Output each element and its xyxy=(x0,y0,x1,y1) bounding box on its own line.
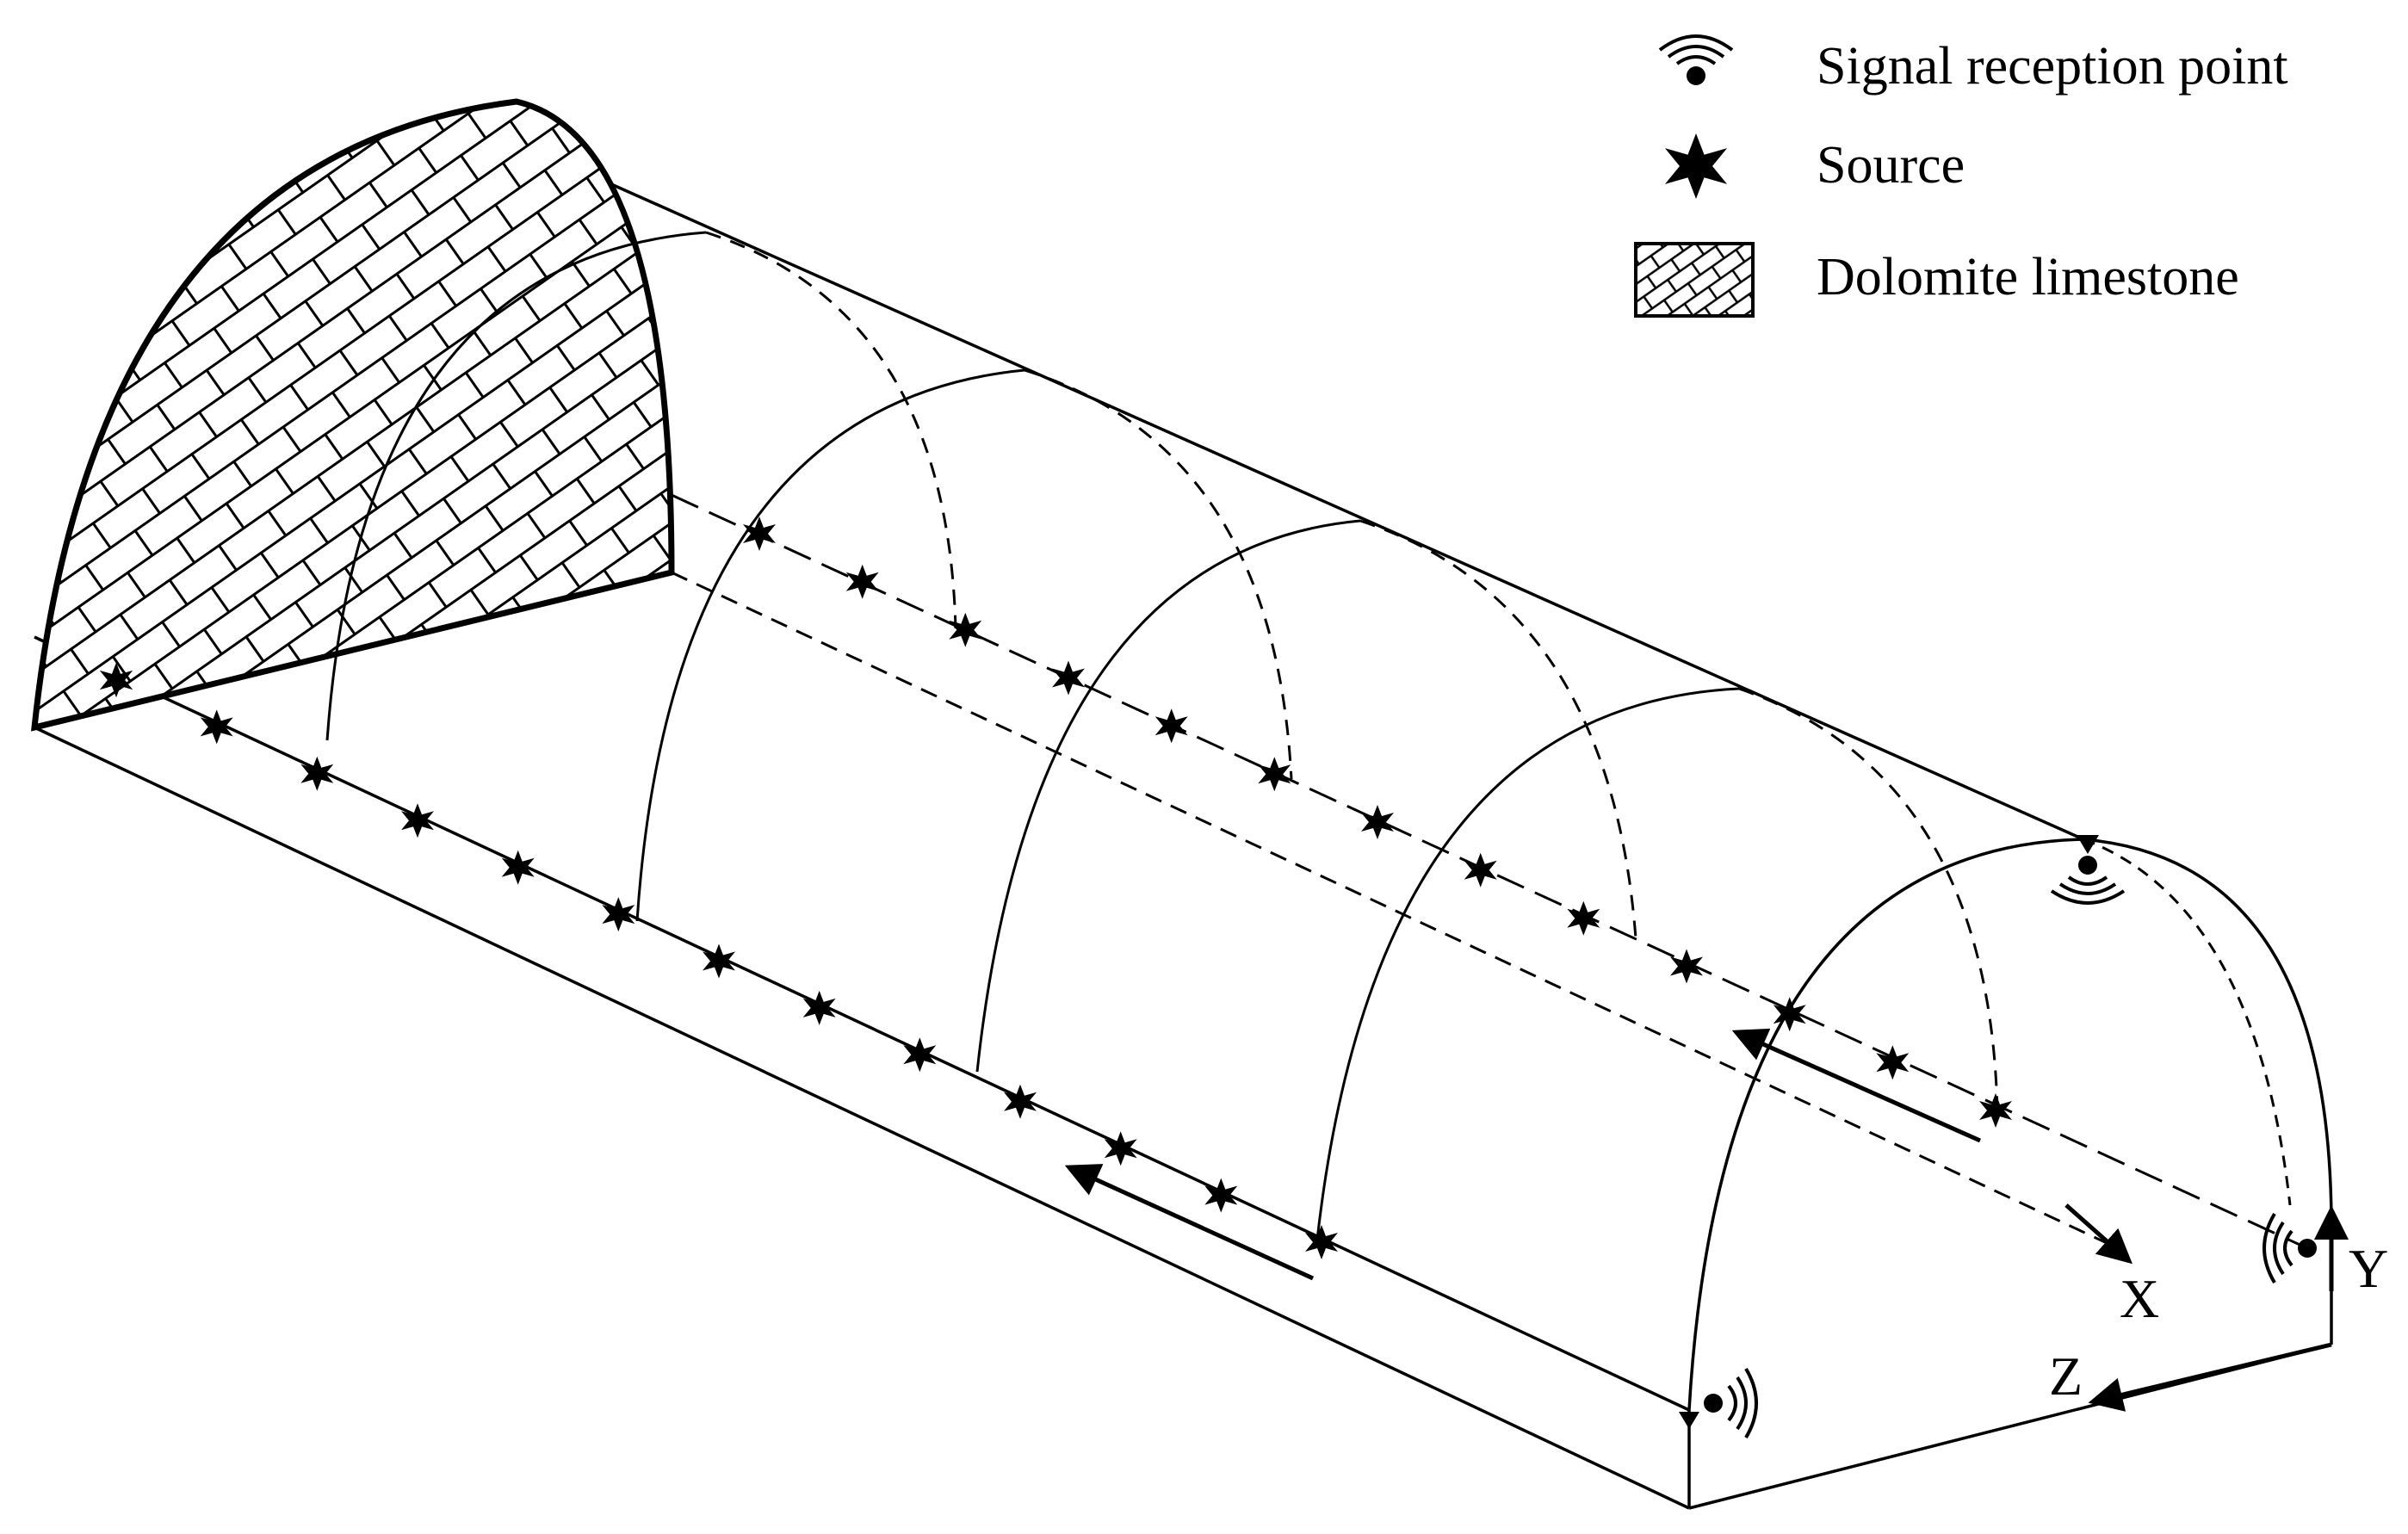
reception-pointers xyxy=(1679,835,2099,1429)
sources-layer xyxy=(100,516,2012,1259)
z-axis-label: Z xyxy=(2049,1345,2083,1407)
source-star-icon xyxy=(1979,1093,2012,1128)
source-star-icon xyxy=(1664,133,1728,199)
dolomite-face xyxy=(30,98,675,732)
x-axis-label: X xyxy=(2120,1268,2159,1329)
source-star-icon xyxy=(401,803,434,838)
x-axis-arrow xyxy=(2064,1203,2133,1265)
source-star-icon xyxy=(1004,1084,1037,1119)
hidden-longitudinal-lines xyxy=(671,493,2308,1250)
legend-label-dolomite: Dolomite limestone xyxy=(1817,248,2239,306)
source-star-icon xyxy=(602,897,635,932)
wall-direction-arrow xyxy=(1064,1164,1315,1281)
source-star-icon xyxy=(949,612,982,647)
source-star-icon xyxy=(1154,708,1188,744)
dolomite-hatch-icon xyxy=(1634,242,1755,318)
source-star-icon xyxy=(703,943,735,979)
source-star-icon xyxy=(1052,660,1085,696)
source-star-icon xyxy=(300,756,334,791)
z-axis-arrow xyxy=(2088,1342,2332,1412)
source-star-icon xyxy=(1361,805,1394,839)
source-star-icon xyxy=(1104,1131,1137,1166)
roof-direction-arrow xyxy=(1731,1028,1982,1143)
source-star-icon xyxy=(845,564,879,599)
source-star-icon xyxy=(501,850,535,885)
y-axis-label: Y xyxy=(2349,1238,2388,1299)
source-star-icon xyxy=(200,709,233,745)
source-star-icon xyxy=(100,663,133,697)
source-star-icon xyxy=(1670,949,1703,984)
coordinate-axes xyxy=(2064,1203,2349,1412)
legend-label-signal: Signal reception point xyxy=(1817,37,2288,96)
signal-reception-icon xyxy=(1658,34,1734,85)
signal-reception-points xyxy=(1704,856,2317,1439)
signal-reception-icon xyxy=(1704,1367,1758,1439)
direction-arrows xyxy=(1064,1028,1982,1281)
floor-left-edge xyxy=(34,726,1690,1510)
source-star-icon xyxy=(743,516,776,551)
signal-reception-icon xyxy=(2050,856,2126,905)
source-star-icon xyxy=(1204,1178,1238,1213)
source-star-icon xyxy=(1567,900,1600,936)
source-star-icon xyxy=(1876,1045,1910,1080)
top-ridge-line xyxy=(516,140,2084,841)
legend-item-signal: Signal reception point xyxy=(1627,26,2385,121)
legend-item-source: Source xyxy=(1627,125,2385,220)
source-star-icon xyxy=(1258,757,1291,792)
source-star-icon xyxy=(1305,1225,1338,1259)
source-star-icon xyxy=(1773,997,1806,1032)
legend-label-source: Source xyxy=(1817,136,1965,195)
signal-reception-icon xyxy=(2263,1212,2317,1284)
source-star-icon xyxy=(802,990,836,1025)
legend: Signal reception point Source Dolomite l… xyxy=(1627,26,2385,336)
legend-item-dolomite: Dolomite limestone xyxy=(1627,237,2385,331)
arch-ribs xyxy=(325,231,1740,1240)
bottom-wall-line xyxy=(34,635,1690,1412)
source-star-icon xyxy=(903,1037,937,1073)
front-arch xyxy=(1687,838,2333,1411)
hidden-arch-ribs xyxy=(705,231,2292,1206)
source-star-icon xyxy=(1464,852,1497,888)
